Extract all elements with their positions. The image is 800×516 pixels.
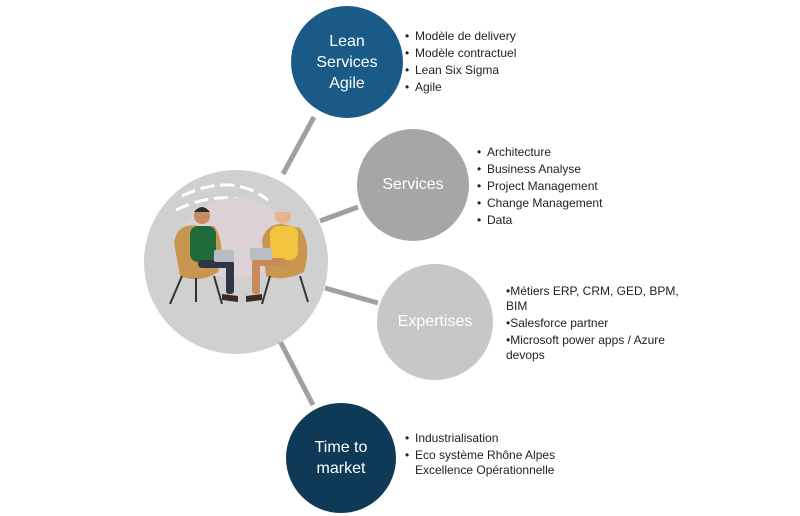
node-expertises-label: Expertises — [397, 313, 473, 330]
laptop-left — [214, 250, 234, 262]
time-bullets: Industrialisation Eco système Rhône Alpe… — [405, 431, 575, 478]
list-item: Modèle de delivery — [405, 28, 516, 45]
connector-services — [319, 204, 359, 224]
lean-bullets: Modèle de delivery Modèle contractuel Le… — [405, 28, 516, 96]
node-expertises-circle — [377, 264, 493, 380]
left-person-shirt — [190, 226, 216, 262]
node-services-label: Services — [382, 176, 444, 193]
connector-expertises — [324, 285, 379, 306]
list-item: Architecture — [477, 144, 602, 161]
list-item: •Salesforce partner — [506, 316, 609, 330]
node-lean-circle — [291, 6, 403, 118]
node-time-label: Time to market — [314, 439, 368, 477]
list-item: Industrialisation — [405, 431, 575, 446]
list-item: Business Analyse — [477, 161, 602, 178]
connector-time — [277, 339, 316, 407]
list-item: Project Management — [477, 178, 602, 195]
list-item: •Microsoft power apps / Azure devops — [506, 333, 665, 362]
list-item: Data — [477, 212, 602, 229]
laptop-right — [250, 248, 272, 260]
list-item: Agile — [405, 79, 516, 96]
list-item: Modèle contractuel — [405, 45, 516, 62]
node-services-circle — [357, 129, 469, 241]
center-illustration — [144, 170, 328, 354]
node-lean-label: Lean Services Agile — [316, 32, 378, 92]
list-item: Change Management — [477, 195, 602, 212]
list-item: Lean Six Sigma — [405, 62, 516, 79]
decorative-arcs — [181, 183, 269, 202]
list-item: •Métiers ERP, CRM, GED, BPM, BIM — [506, 284, 679, 313]
node-time-circle — [286, 403, 396, 513]
expertises-bullets: •Métiers ERP, CRM, GED, BPM, BIM •Salesf… — [506, 284, 686, 363]
services-bullets: Architecture Business Analyse Project Ma… — [477, 144, 602, 229]
connector-lean — [280, 115, 317, 176]
right-person-shirt — [270, 226, 298, 260]
list-item: Eco système Rhône Alpes Excellence Opéra… — [405, 448, 575, 478]
